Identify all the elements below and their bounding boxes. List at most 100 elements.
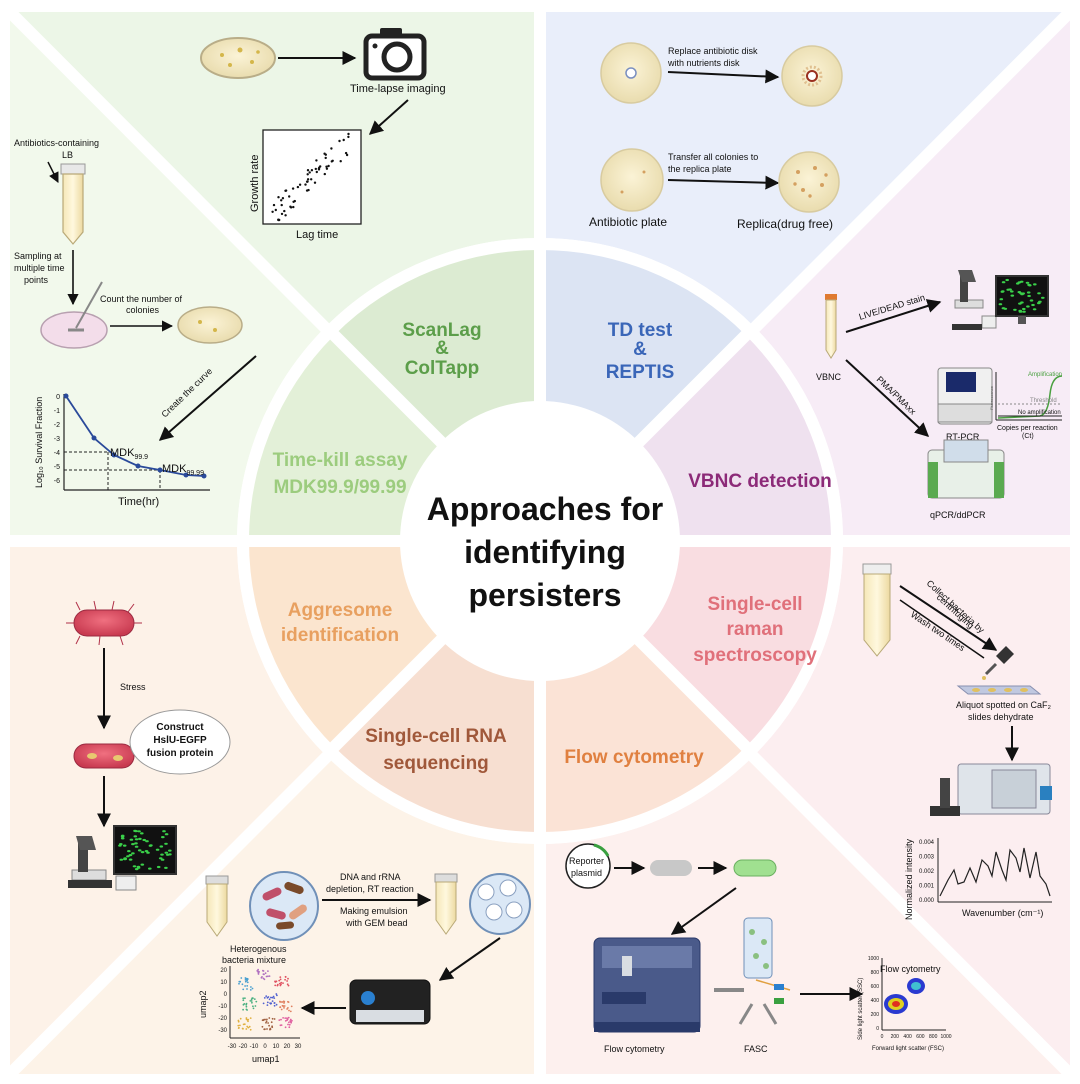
count-colonies-label-2: colonies — [126, 305, 160, 315]
fluorescent-cell — [131, 852, 135, 855]
fluorescent-cell — [1029, 299, 1034, 302]
fluorescent-cell — [120, 837, 125, 840]
umap-point — [279, 976, 282, 978]
umap-point — [253, 998, 256, 1000]
fluorescent-cell — [134, 868, 139, 871]
fluorescent-cell — [161, 836, 165, 839]
umap-point — [284, 1026, 287, 1029]
facs-plot-title: Flow cytometry — [880, 964, 941, 974]
fluorescent-cell — [1003, 307, 1008, 310]
fluorescent-cell — [137, 849, 142, 852]
umap-x-tick: 10 — [273, 1044, 280, 1050]
fluorescent-cell — [999, 298, 1004, 301]
umap-point — [246, 988, 248, 990]
label-time-kill: Time-kill assay MDK99.9/99.99 — [273, 450, 408, 498]
mdk-99-99-label: MDK99.99 — [162, 463, 204, 477]
umap-point — [245, 1002, 248, 1005]
fluorescent-cell — [146, 851, 150, 854]
umap-point — [242, 1008, 245, 1011]
fluorescent-cell — [168, 853, 172, 856]
scatter-points — [271, 132, 350, 222]
qpcr-ddpcr-label: qPCR/ddPCR — [930, 510, 986, 520]
camera-icon — [363, 28, 427, 81]
umap-point — [287, 977, 289, 980]
umap-point — [279, 978, 282, 981]
umap-point — [288, 1026, 291, 1029]
lag-time-label: Lag time — [296, 229, 338, 241]
umap-point — [262, 1002, 265, 1005]
scatter-point — [292, 200, 295, 203]
rt-pcr-machine-icon — [937, 367, 993, 425]
fluorescent-cell — [1022, 310, 1026, 313]
umap-point — [243, 1023, 246, 1026]
umap-point — [266, 996, 269, 999]
raman-y-tick: 0.001 — [919, 884, 935, 890]
label-td-test: TD test & REPTIS — [606, 320, 675, 383]
scatter-point — [344, 151, 348, 155]
amplification-chart: Amplification Threshold No amplification… — [989, 372, 1063, 440]
umap-point — [289, 1018, 292, 1021]
scatter-point — [291, 187, 295, 190]
label-scanlag: ScanLag & ColTapp — [402, 320, 481, 379]
fluorescent-cell — [1027, 294, 1031, 298]
umap-point — [290, 1005, 293, 1008]
svg-text:identification: identification — [281, 625, 399, 646]
sample-tube-icon — [205, 875, 229, 937]
scatter-point — [289, 205, 292, 208]
fluorescent-cell — [1010, 290, 1014, 293]
umap-point — [248, 1025, 251, 1028]
scatter-point — [280, 212, 284, 216]
umap-point — [282, 982, 284, 984]
umap-point — [279, 984, 282, 987]
umap-point — [269, 1002, 272, 1005]
sequencer-icon — [349, 979, 431, 1025]
time-lapse-imaging-label: Time-lapse imaging — [350, 83, 446, 95]
fluorescent-cell — [155, 848, 160, 851]
fluorescent-cell — [164, 842, 168, 845]
umap-point — [289, 1010, 292, 1013]
fluorescent-cell — [134, 845, 139, 848]
fluorescent-cell — [1010, 294, 1015, 297]
umap-point — [273, 1018, 276, 1020]
fluorescent-cell — [132, 865, 137, 868]
vbnc-tube-label: VBNC — [816, 372, 842, 382]
umap-point — [249, 1028, 252, 1031]
umap-point — [278, 979, 281, 982]
umap-point — [244, 980, 247, 983]
scatter-point — [338, 139, 341, 143]
umap-point — [265, 1021, 267, 1024]
facs-y-tick: 1000 — [868, 956, 879, 962]
dna-rrna-label-2: depletion, RT reaction — [326, 884, 414, 894]
umap-point — [238, 980, 241, 983]
monitor-icon — [995, 275, 1049, 324]
umap-y-tick: 10 — [220, 980, 227, 986]
caf2-slide-icon — [956, 685, 1042, 695]
scatter-point — [280, 199, 283, 202]
label-vbnc: VBNC detection — [688, 471, 832, 492]
scatter-point — [283, 209, 286, 213]
umap-point — [246, 1025, 249, 1028]
umap-point — [273, 1004, 276, 1007]
umap-point — [244, 977, 247, 979]
scatter-point — [330, 160, 333, 163]
umap-point — [265, 995, 268, 997]
umap-point — [276, 994, 278, 997]
umap-point — [275, 993, 278, 995]
umap-point — [245, 1005, 248, 1008]
umap-point — [268, 1017, 271, 1019]
fluorescent-cell — [1028, 284, 1032, 287]
umap-point — [245, 1017, 248, 1019]
scatter-point — [306, 173, 309, 176]
umap-point — [274, 984, 277, 987]
umap-point — [270, 1021, 273, 1024]
umap1-label: umap1 — [252, 1054, 280, 1064]
construct-bubble — [129, 709, 231, 775]
umap-point — [284, 1020, 287, 1022]
scatter-point — [305, 180, 309, 183]
fluorescent-cell — [140, 851, 145, 854]
construct-label-1: Construct — [156, 722, 204, 733]
no-amplification-label: No amplification — [1018, 410, 1061, 416]
center-circle — [400, 401, 680, 681]
antibiotics-label-1: Antibiotics-containing — [14, 138, 99, 148]
